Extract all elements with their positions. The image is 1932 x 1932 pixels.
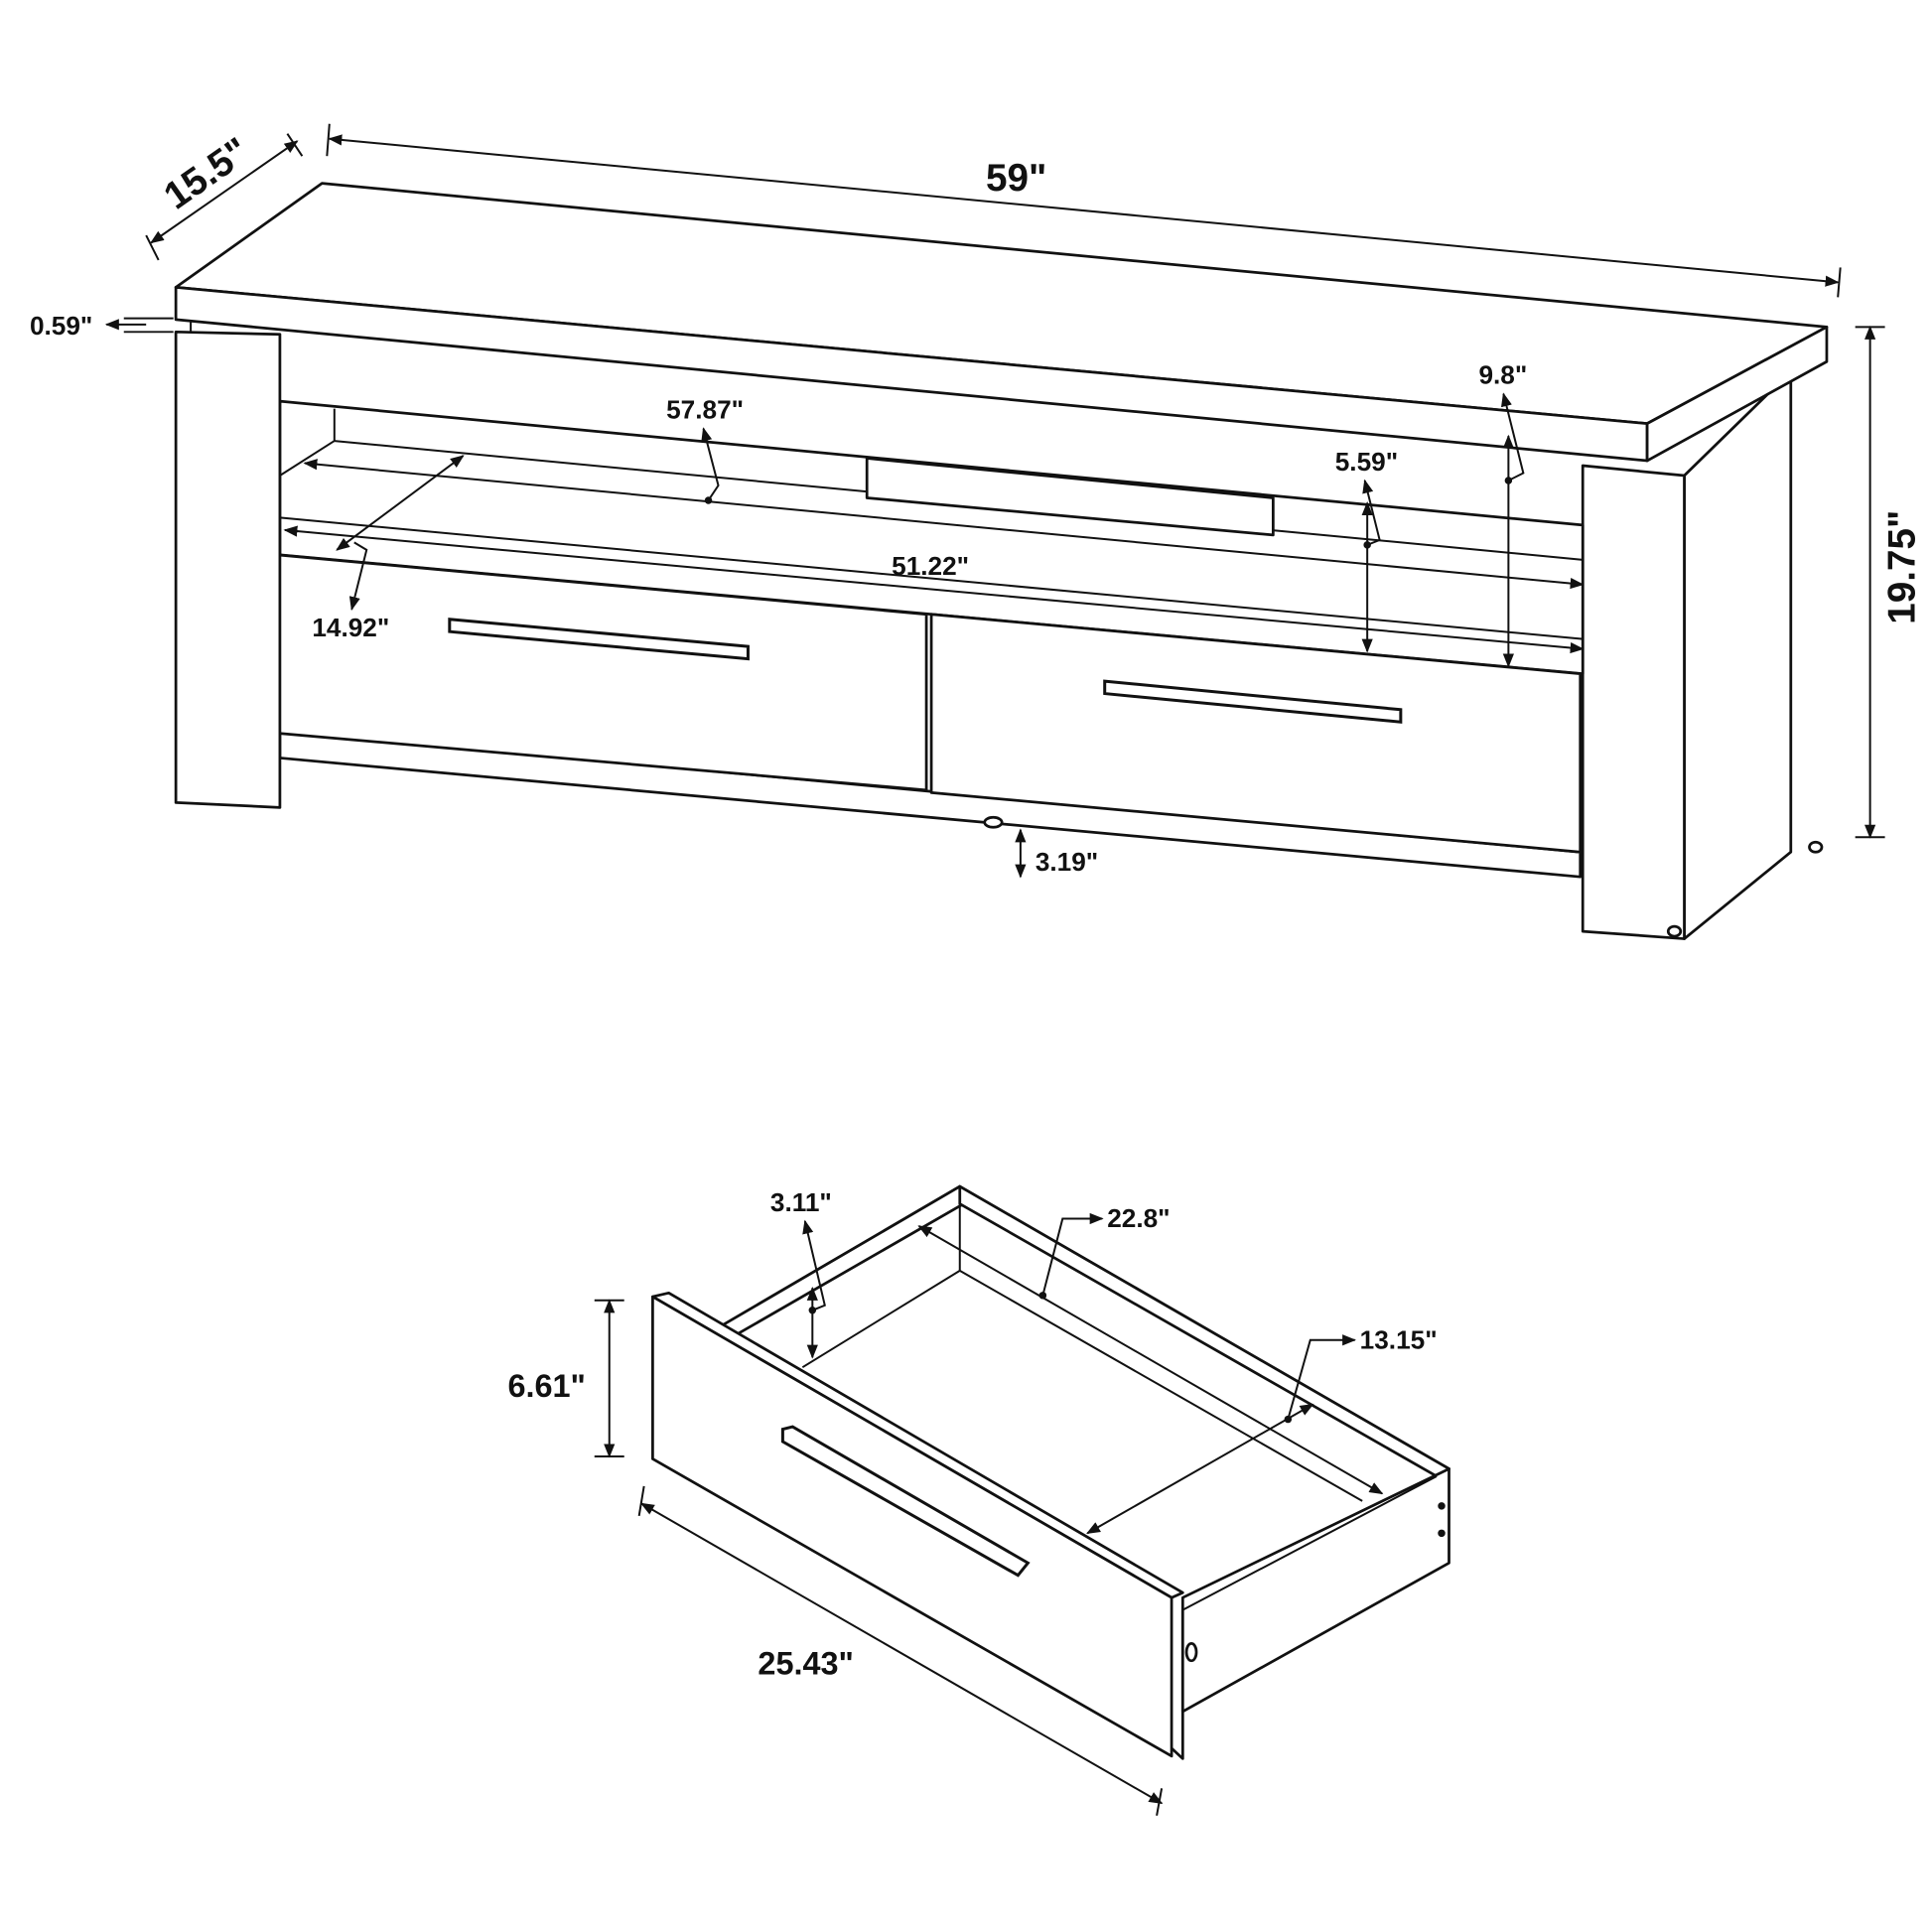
label-drawer-inner-width: 13.15" [1360, 1324, 1438, 1354]
label-opening-height: 5.59" [1335, 447, 1398, 477]
dim-drawer-inner-height: 3.11" [770, 1187, 832, 1359]
dim-drawer-inner-width: 13.15" [1086, 1324, 1438, 1535]
label-clearance: 3.19" [1035, 847, 1098, 877]
label-height: 19.75" [1881, 510, 1924, 624]
left-leg [174, 322, 282, 809]
right-leg [1581, 369, 1793, 940]
dim-opening-height: 5.59" [1335, 447, 1398, 653]
dim-inner-depth: 14.92" [312, 455, 465, 642]
label-shelf-height: 9.8" [1478, 360, 1527, 390]
label-drawer-height: 6.61" [507, 1368, 585, 1404]
right-drawer-front [929, 613, 1583, 854]
label-drawer-depth: 22.8" [1107, 1203, 1170, 1233]
drawer-drawing: 3.11" 22.8" 13.15" 6.61" 25.43" [507, 1184, 1450, 1816]
dim-clearance: 3.19" [1015, 828, 1098, 879]
label-drawer-width: 25.43" [758, 1646, 854, 1682]
dim-drawer-height: 6.61" [507, 1299, 624, 1458]
label-inner-width-top: 57.87" [666, 395, 744, 425]
label-top-thickness: 0.59" [30, 311, 92, 341]
tv-stand-drawing: 15.5" 59" 0.59" 57.87" 51.22" 14.92" [30, 123, 1924, 940]
dim-width: 59" [326, 123, 1842, 298]
label-inner-depth: 14.92" [312, 613, 389, 642]
label-width: 59" [986, 157, 1046, 200]
label-drawer-inner-height: 3.11" [770, 1187, 832, 1217]
dim-drawer-width: 25.43" [637, 1485, 1164, 1816]
label-inner-width: 51.22" [892, 551, 969, 581]
dim-height: 19.75" [1855, 325, 1924, 839]
dim-top-thickness: 0.59" [30, 311, 174, 341]
dim-shelf-height: 9.8" [1478, 360, 1527, 668]
